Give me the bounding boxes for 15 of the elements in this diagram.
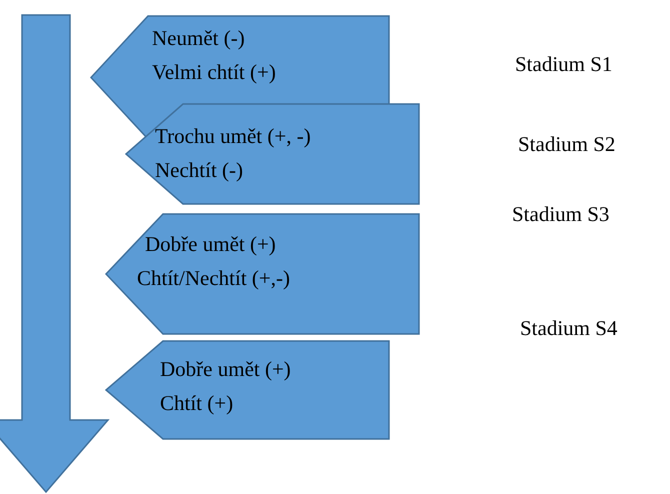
stage-text: Nechtít (-) <box>155 157 244 184</box>
stage-text: Dobře umět (+) <box>160 356 291 383</box>
stage-text: Dobře umět (+) <box>145 231 276 258</box>
stage-text: Velmi chtít (+) <box>152 59 276 86</box>
stage-label: Stadium S4 <box>520 316 618 341</box>
stage-text: Neumět (-) <box>152 25 245 52</box>
stage-label: Stadium S1 <box>515 52 612 77</box>
stage-text: Chtít/Nechtít (+,-) <box>137 265 290 292</box>
pentagon-box <box>105 213 420 335</box>
pentagon-box <box>105 340 390 440</box>
pentagon-box <box>125 103 420 205</box>
stage-text: Trochu umět (+, -) <box>155 123 311 150</box>
stage-text: Chtít (+) <box>160 390 234 417</box>
stage-label: Stadium S3 <box>512 202 610 227</box>
stage-label: Stadium S2 <box>518 132 616 157</box>
